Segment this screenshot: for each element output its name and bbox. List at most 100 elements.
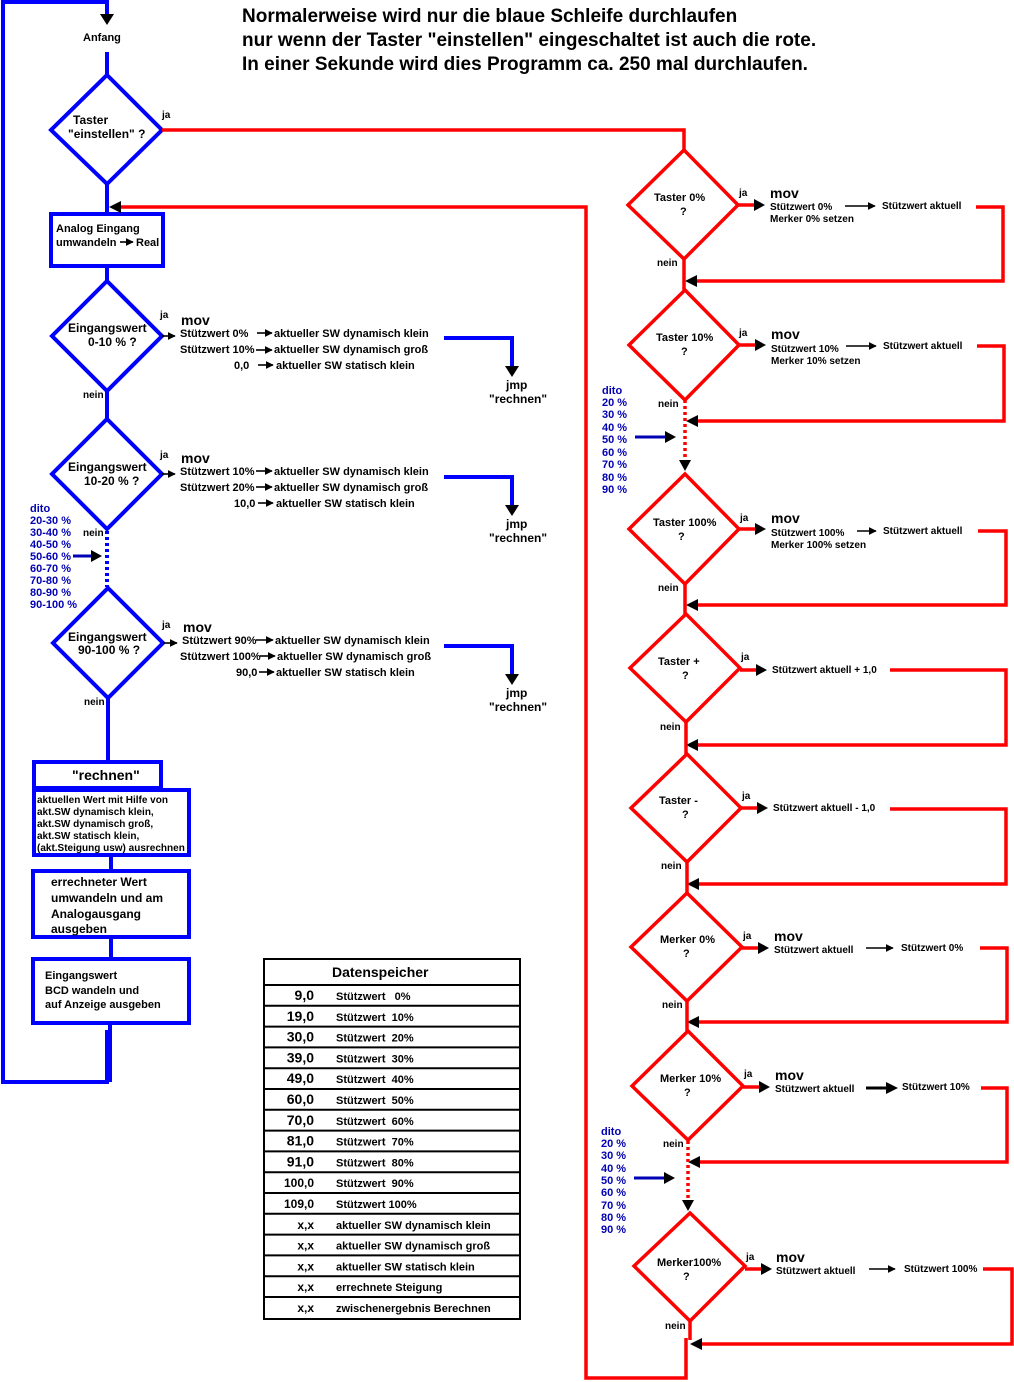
- arrow-right-icon: [664, 1172, 675, 1184]
- decision-taster-100: [626, 471, 742, 587]
- decision-label: ?: [680, 206, 687, 218]
- box-text: umwandeln: [56, 237, 117, 249]
- decision-label: 90-100 % ?: [78, 643, 140, 657]
- mov-label: mov: [183, 619, 212, 635]
- mov-source: Stützwert 0%: [180, 328, 249, 340]
- table-cell-value: 91,0: [287, 1153, 314, 1169]
- ja-label: ja: [741, 791, 751, 802]
- decision-label: Taster 10%: [656, 332, 713, 344]
- jmp-line: [444, 475, 514, 507]
- mov-target: aktueller SW statisch klein: [276, 360, 415, 372]
- box-text: auf Anzeige ausgeben: [45, 999, 161, 1011]
- mov-target: aktueller SW dynamisch klein: [274, 466, 429, 478]
- mov-source: Stützwert 90%: [182, 635, 257, 647]
- arrow-right-icon: [886, 1082, 898, 1094]
- mov-label: mov: [775, 1067, 804, 1083]
- blue-loop-return-line: [1, 0, 109, 1084]
- table-cell-label: Stützwert 80%: [336, 1157, 414, 1169]
- ja-label: ja: [745, 1252, 755, 1263]
- arrow-left-icon: [109, 201, 121, 213]
- dito-item: 80-90 %: [30, 587, 71, 599]
- jmp-label: jmp: [505, 517, 527, 531]
- dito-item: 30-40 %: [30, 527, 71, 539]
- bcd-box: [31, 957, 191, 1025]
- arrow-left-icon: [686, 739, 698, 751]
- table-frame: [263, 958, 521, 1320]
- arrow-down-icon: [505, 674, 519, 685]
- dito-item: 50 %: [601, 1175, 626, 1187]
- arrow-right-icon: [761, 1263, 772, 1275]
- table-cell-value: x,x: [297, 1239, 314, 1253]
- jmp-target: "rechnen": [489, 700, 547, 714]
- jmp-line: [444, 644, 514, 676]
- dito-list-red-1: dito 20 % 30 % 40 % 50 % 60 % 70 % 80 % …: [602, 385, 627, 496]
- action-text: Stützwert aktuell + 1,0: [772, 665, 877, 676]
- table-cell-label: Stützwert 100%: [336, 1199, 417, 1211]
- arrow-right-icon: [758, 942, 769, 954]
- table-cell-value: x,x: [297, 1259, 314, 1273]
- header-line: In einer Sekunde wird dies Programm ca. …: [242, 54, 808, 75]
- mov-source: Stützwert 10%: [180, 344, 255, 356]
- box-text: ausgeben: [51, 922, 107, 936]
- mov-source: 10,0: [234, 498, 255, 510]
- ja-label: ja: [743, 1069, 753, 1080]
- jmp-target: "rechnen": [489, 392, 547, 406]
- decision-label: ?: [681, 346, 688, 358]
- arrow-right-icon: [757, 802, 768, 814]
- table-cell-label: Stützwert 0%: [336, 991, 411, 1003]
- decision-taster-0: [625, 147, 741, 262]
- table-cell-label: errechnete Steigung: [336, 1282, 442, 1294]
- mov-source: Stützwert aktuell: [776, 1266, 856, 1277]
- box-text: akt.SW dynamisch groß,: [37, 819, 153, 830]
- return-line: [698, 1086, 1009, 1164]
- dito-item: 90 %: [601, 1224, 626, 1236]
- arrow-left-icon: [687, 1016, 699, 1028]
- ja-label: ja: [739, 513, 749, 524]
- box-text: akt.SW statisch klein,: [37, 831, 139, 842]
- box-text: BCD wandeln und: [45, 985, 139, 997]
- jmp-label: jmp: [505, 378, 527, 392]
- decision-taster-minus: [628, 751, 744, 865]
- nein-label: nein: [658, 583, 679, 594]
- nein-label: nein: [657, 258, 678, 269]
- ja-label: ja: [161, 110, 171, 121]
- nein-label: nein: [84, 697, 105, 708]
- ja-label: ja: [159, 310, 169, 321]
- nein-label: nein: [658, 399, 679, 410]
- mov-target: Stützwert aktuell: [883, 526, 963, 537]
- mov-target: aktueller SW dynamisch groß: [274, 344, 428, 356]
- mov-target: aktueller SW statisch klein: [276, 667, 415, 679]
- decision-label: "einstellen" ?: [68, 127, 145, 141]
- decision-label: 10-20 % ?: [84, 474, 139, 488]
- dito-item: 30 %: [602, 409, 627, 421]
- header-note: Normalerweise wird nur die blaue Schleif…: [242, 6, 816, 75]
- arrow-left-icon: [685, 275, 697, 287]
- arrow-right-icon: [665, 431, 676, 443]
- nein-label: nein: [660, 722, 681, 733]
- box-text: aktuellen Wert mit Hilfe von: [37, 795, 168, 806]
- mov-target: aktueller SW dynamisch klein: [274, 328, 429, 340]
- decision-label: Taster 100%: [653, 517, 717, 529]
- arrow-left-icon: [690, 1338, 702, 1350]
- return-line: [700, 1267, 1014, 1346]
- dito-item: 60-70 %: [30, 563, 71, 575]
- decision-label: 0-10 % ?: [88, 335, 137, 349]
- arrow-down-icon: [100, 14, 114, 25]
- rechnen-title: "rechnen": [72, 767, 140, 783]
- decision-taster-plus: [627, 611, 743, 725]
- red-return-line: [120, 205, 688, 1380]
- mov-source: Stützwert 100%: [771, 528, 844, 539]
- table-cell-value: 70,0: [287, 1112, 314, 1128]
- table-cell-value: 100,0: [284, 1176, 314, 1190]
- red-entry-line: [162, 128, 686, 150]
- table-cell-label: Stützwert 30%: [336, 1053, 414, 1065]
- box-text: akt.SW dynamisch klein,: [37, 807, 154, 818]
- mov-label: mov: [774, 928, 803, 944]
- ja-label: ja: [738, 188, 748, 199]
- arrow-down-icon: [682, 1200, 694, 1211]
- rechnen-body-box: [32, 788, 191, 857]
- header-line: Normalerweise wird nur die blaue Schleif…: [242, 6, 737, 27]
- decision-label: ?: [682, 670, 689, 682]
- table-cell-label: zwischenergebnis Berechnen: [336, 1303, 491, 1315]
